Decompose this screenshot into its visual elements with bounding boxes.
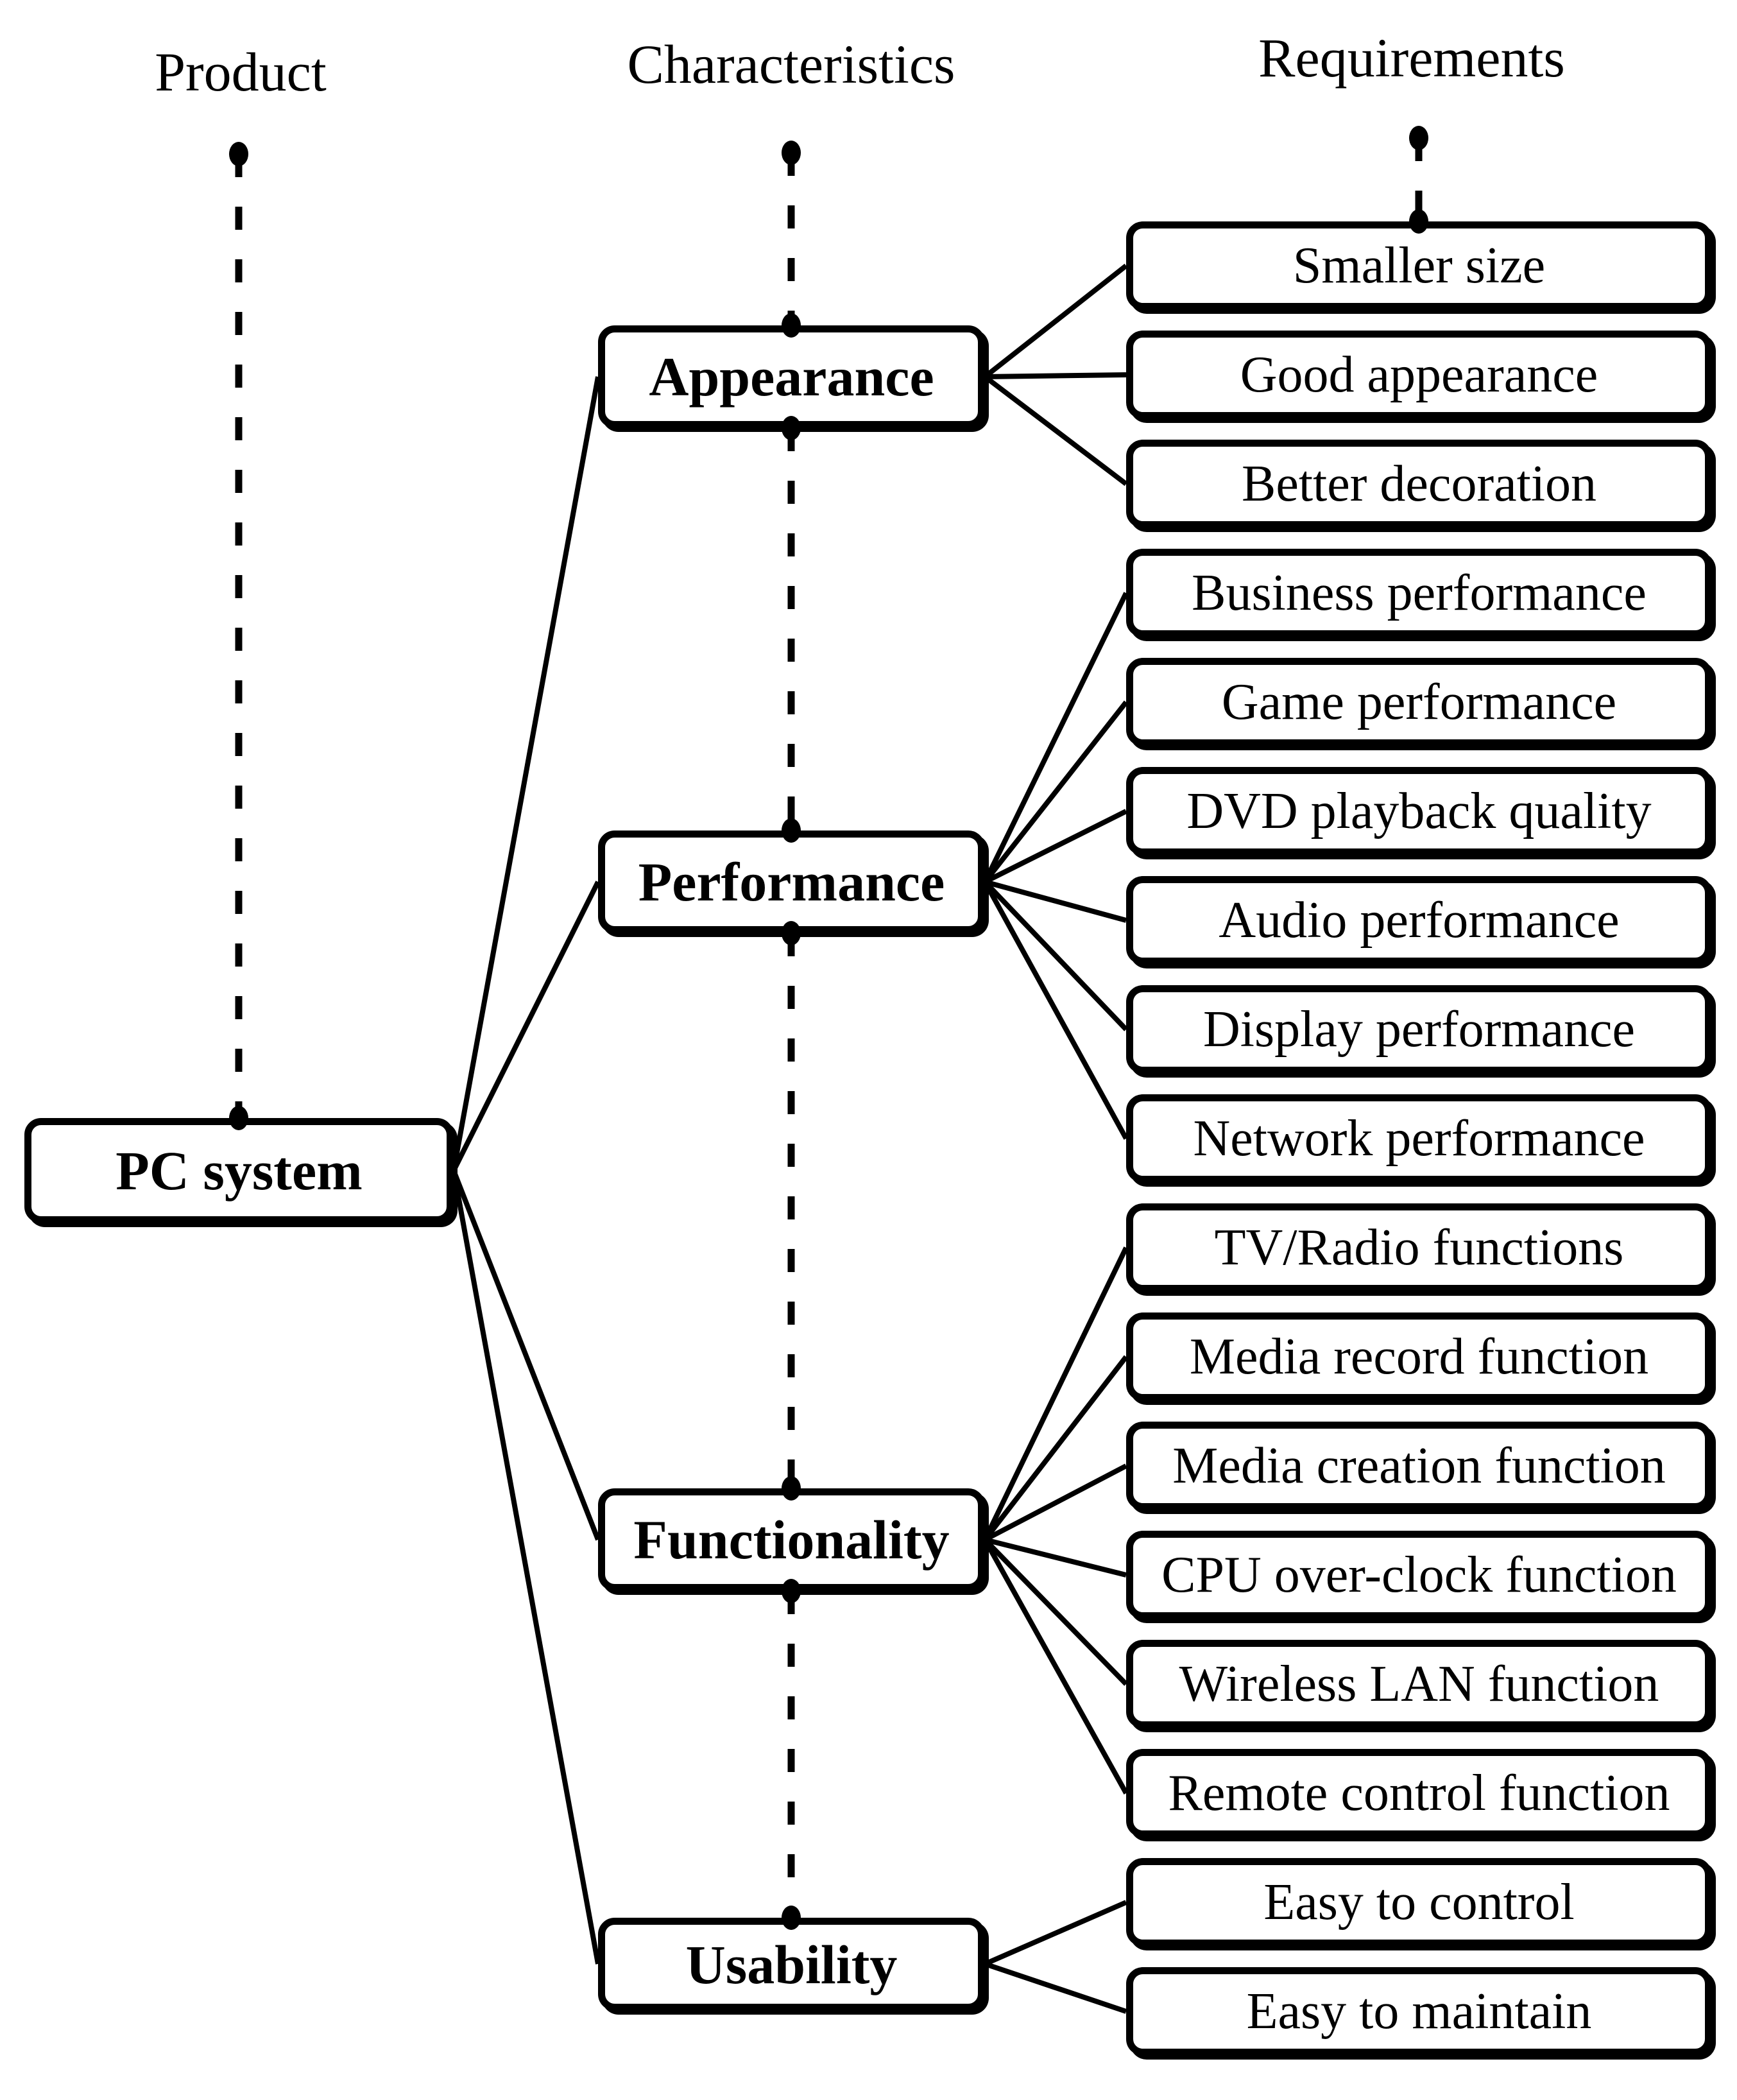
- req-display-performance: Display performance: [1126, 985, 1712, 1074]
- node-functionality-label: Functionality: [633, 1509, 950, 1571]
- req-label: CPU over-clock function: [1161, 1546, 1677, 1603]
- req-better-decoration: Better decoration: [1126, 440, 1712, 528]
- req-label: Display performance: [1202, 1001, 1636, 1058]
- req-label: Game performance: [1221, 673, 1617, 730]
- req-media-creation-function: Media creation function: [1126, 1422, 1712, 1510]
- column-header-product: Product: [155, 41, 327, 103]
- req-easy-to-control: Easy to control: [1126, 1858, 1712, 1947]
- req-remote-control-function: Remote control function: [1126, 1749, 1712, 1838]
- req-media-record-function: Media record function: [1126, 1312, 1712, 1401]
- node-usability-label: Usability: [685, 1933, 898, 1995]
- usability-to-requirements-lines: [984, 1900, 1127, 2014]
- node-performance: Performance: [598, 831, 985, 933]
- req-cpu-over-clock-function: CPU over-clock function: [1126, 1531, 1712, 1619]
- req-label: TV/Radio functions: [1214, 1219, 1624, 1276]
- req-wireless-lan-function: Wireless LAN function: [1126, 1640, 1712, 1728]
- node-pc-system: PC system: [24, 1118, 454, 1223]
- req-label: Media creation function: [1172, 1437, 1666, 1494]
- req-tv-radio-functions: TV/Radio functions: [1126, 1203, 1712, 1292]
- performance-to-requirements-lines: [982, 592, 1129, 1140]
- node-appearance-label: Appearance: [649, 346, 934, 408]
- req-label: Media record function: [1189, 1328, 1649, 1385]
- req-label: Smaller size: [1292, 237, 1546, 294]
- functionality-to-requirements-lines: [982, 1246, 1129, 1794]
- column-axis-dashed-lines: [235, 138, 1423, 1918]
- req-label: Easy to control: [1263, 1873, 1575, 1931]
- req-good-appearance: Good appearance: [1126, 331, 1712, 419]
- req-label: Audio performance: [1219, 891, 1620, 949]
- req-label: Network performance: [1193, 1110, 1645, 1167]
- req-easy-to-maintain: Easy to maintain: [1126, 1967, 1712, 2056]
- req-smaller-size: Smaller size: [1126, 221, 1712, 310]
- req-audio-performance: Audio performance: [1126, 876, 1712, 965]
- req-game-performance: Game performance: [1126, 658, 1712, 746]
- node-functionality: Functionality: [598, 1488, 985, 1591]
- column-header-characteristics: Characteristics: [627, 33, 955, 95]
- req-label: Good appearance: [1240, 346, 1598, 403]
- node-appearance: Appearance: [598, 325, 985, 428]
- column-header-requirements: Requirements: [1258, 27, 1565, 89]
- req-label: Easy to maintain: [1246, 1983, 1592, 2040]
- req-label: Wireless LAN function: [1179, 1655, 1659, 1712]
- req-label: DVD playback quality: [1186, 782, 1652, 839]
- req-label: Better decoration: [1241, 455, 1597, 512]
- req-dvd-playback-quality: DVD playback quality: [1126, 767, 1712, 856]
- node-usability: Usability: [598, 1918, 985, 2011]
- root-to-characteristics-lines: [451, 376, 601, 1965]
- req-business-performance: Business performance: [1126, 549, 1712, 637]
- req-network-performance: Network performance: [1126, 1094, 1712, 1183]
- appearance-to-requirements-lines: [983, 263, 1128, 486]
- node-pc-system-label: PC system: [116, 1140, 363, 1201]
- req-label: Remote control function: [1168, 1764, 1670, 1821]
- node-performance-label: Performance: [638, 851, 945, 913]
- req-label: Business performance: [1192, 564, 1647, 621]
